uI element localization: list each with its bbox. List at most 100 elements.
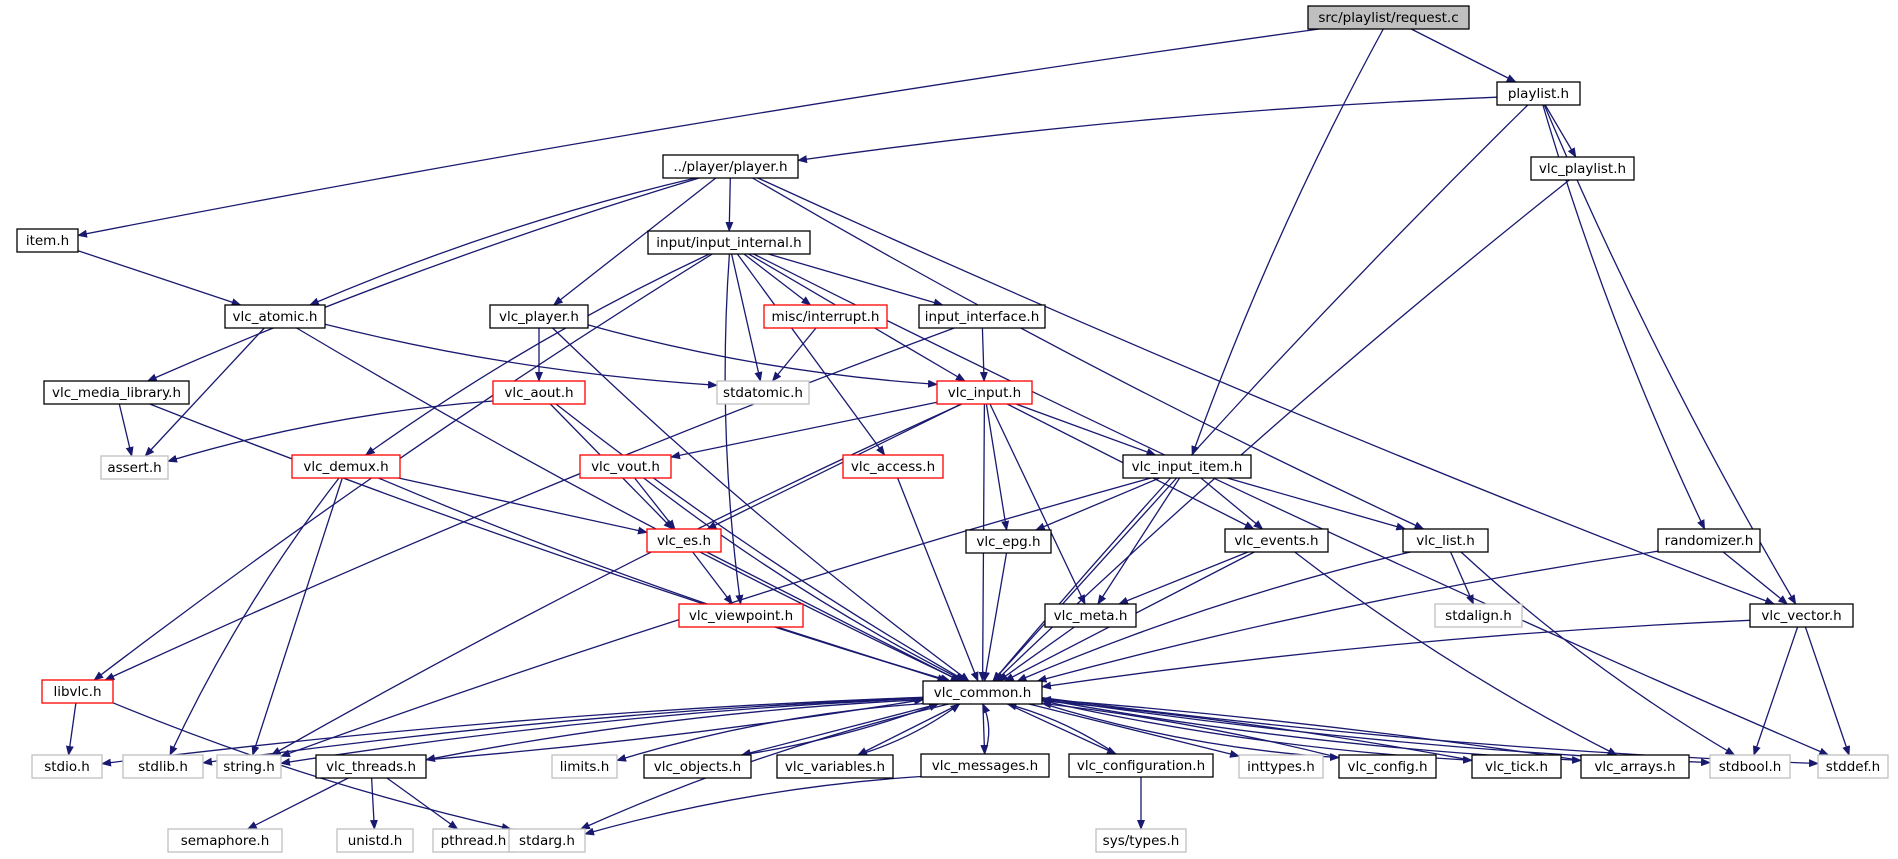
node-vlc-tick-h[interactable]: vlc_tick.h <box>1471 754 1562 779</box>
node-label: ../player/player.h <box>673 159 787 175</box>
edge-vlc_input_h-to-vlc_epg_h <box>985 403 1010 531</box>
node-randomizer-h[interactable]: randomizer.h <box>1657 528 1761 553</box>
node-vlc-es-h[interactable]: vlc_es.h <box>646 528 722 553</box>
node-label: vlc_objects.h <box>654 759 741 775</box>
node-label: vlc_arrays.h <box>1594 759 1675 775</box>
node-label: randomizer.h <box>1665 533 1754 549</box>
edge-vlc_es_h-to-vlc_viewpoint_h <box>692 551 733 605</box>
node-vlc-messages-h[interactable]: vlc_messages.h <box>920 753 1050 778</box>
node-vlc-meta-h[interactable]: vlc_meta.h <box>1044 603 1137 628</box>
edge-vlc_variables_h-to-vlc_common_h <box>857 703 961 756</box>
node-label: vlc_es.h <box>657 533 711 549</box>
edge-vlc_input_item_h-to-vlc_epg_h <box>1034 477 1160 531</box>
node-vlc-objects-h[interactable]: vlc_objects.h <box>643 754 752 779</box>
edge-vlc_player_h-to-vlc_input_h <box>587 324 938 388</box>
edge-vlc_common_h-to-vlc_configuration_h <box>1007 703 1117 755</box>
edge-vlc_vector_h-to-stdbool_h <box>1753 626 1799 756</box>
edge-vlc_common_h-to-stdio_h <box>101 696 924 767</box>
edge-vlc_list_h-to-vlc_common_h <box>1016 551 1411 682</box>
node-vlc-input-h[interactable]: vlc_input.h <box>936 380 1033 405</box>
node-vlc-configuration-h[interactable]: vlc_configuration.h <box>1068 753 1214 778</box>
node-item-h[interactable]: item.h <box>16 228 79 253</box>
node-box <box>1122 454 1252 479</box>
node-vlc-epg-h[interactable]: vlc_epg.h <box>965 529 1052 554</box>
node-vlc-config-h[interactable]: vlc_config.h <box>1338 754 1437 779</box>
node-vlc-vout-h[interactable]: vlc_vout.h <box>579 454 672 479</box>
node-box <box>1224 528 1329 553</box>
node-label: stdalign.h <box>1445 608 1512 624</box>
node-vlc-access-h[interactable]: vlc_access.h <box>842 454 944 479</box>
node-box <box>842 454 944 479</box>
node-vlc-input-item-h[interactable]: vlc_input_item.h <box>1122 454 1252 479</box>
edge-vlc_input_h-to-vlc_meta_h <box>989 403 1086 605</box>
edge-vlc_common_h-to-limits_h <box>616 702 924 762</box>
node-label: assert.h <box>107 460 161 476</box>
node-box <box>315 754 427 779</box>
node-label: vlc_messages.h <box>932 758 1038 774</box>
node-label: vlc_threads.h <box>326 759 416 775</box>
node-label: vlc_aout.h <box>504 385 573 401</box>
node-box <box>224 304 326 329</box>
edge-vlc_tick_h-to-vlc_common_h <box>1041 697 1473 761</box>
edge-vlc_media_library_h-to-assert_h <box>118 403 134 457</box>
node-vlc-events-h[interactable]: vlc_events.h <box>1224 528 1329 553</box>
node-vlc-atomic-h[interactable]: vlc_atomic.h <box>224 304 326 329</box>
edge-vlc_access_h-to-vlc_common_h <box>896 477 979 682</box>
node-box <box>646 528 722 553</box>
edge-vlc_demux_h-to-stdlib_h <box>169 477 340 756</box>
edge-vlc_common_h-to-stdarg_h <box>579 703 949 830</box>
node-label: unistd.h <box>348 833 403 849</box>
edge-randomizer_h-to-vlc_vector_h <box>1722 551 1789 605</box>
edge-playlist_h-to-vlc_playlist_h <box>1544 104 1577 158</box>
node-vlc-aout-h[interactable]: vlc_aout.h <box>492 380 586 405</box>
edge-vlc_input_h-to-string_h <box>270 403 963 756</box>
edge-input_internal_h-to-vlc_access_h <box>736 253 886 456</box>
node-label: stdio.h <box>44 759 90 775</box>
edge-vlc_epg_h-to-vlc_common_h <box>982 552 1008 682</box>
node-misc-interrupt-h[interactable]: misc/interrupt.h <box>763 304 888 329</box>
node-vlc-common-h[interactable]: vlc_common.h <box>922 680 1043 705</box>
node-input-interface-h[interactable]: input_interface.h <box>918 304 1046 329</box>
node-vlc-arrays-h[interactable]: vlc_arrays.h <box>1580 754 1690 779</box>
node-label: vlc_epg.h <box>976 534 1040 550</box>
edge-vlc_input_h-to-vlc_es_h <box>706 403 962 530</box>
node-stdatomic-h: stdatomic.h <box>716 380 810 405</box>
node-vlc-threads-h[interactable]: vlc_threads.h <box>315 754 427 779</box>
node-box <box>336 828 414 853</box>
node-vlc-media-library-h[interactable]: vlc_media_library.h <box>43 380 190 405</box>
node-box <box>776 754 894 779</box>
node-label: stdbool.h <box>1719 759 1782 775</box>
node-label: limits.h <box>560 759 610 775</box>
node-label: vlc_variables.h <box>785 759 885 775</box>
edge-input_internal_h-to-input_interface_h <box>768 253 944 307</box>
node-player-h[interactable]: ../player/player.h <box>662 154 799 179</box>
node-box <box>936 380 1033 405</box>
node-label: semaphore.h <box>181 833 270 849</box>
node-request-c[interactable]: src/playlist/request.c <box>1307 5 1470 30</box>
node-vlc-playlist-h[interactable]: vlc_playlist.h <box>1530 156 1635 181</box>
node-label: input/input_internal.h <box>656 235 801 251</box>
node-libvlc-h[interactable]: libvlc.h <box>41 679 114 704</box>
node-vlc-vector-h[interactable]: vlc_vector.h <box>1749 603 1854 628</box>
node-label: misc/interrupt.h <box>772 309 880 325</box>
edge-vlc_atomic_h-to-assert_h <box>144 327 265 457</box>
node-box <box>1530 156 1635 181</box>
node-vlc-demux-h[interactable]: vlc_demux.h <box>291 454 401 479</box>
node-vlc-variables-h[interactable]: vlc_variables.h <box>776 754 894 779</box>
node-limits-h: limits.h <box>551 754 618 779</box>
edge-libvlc_h-to-stdarg_h <box>112 702 512 831</box>
node-vlc-list-h[interactable]: vlc_list.h <box>1402 528 1489 553</box>
node-vlc-player-h[interactable]: vlc_player.h <box>489 304 589 329</box>
node-label: sys/types.h <box>1103 833 1180 849</box>
edge-vlc_threads_h-to-pthread_h <box>386 777 459 830</box>
node-vlc-viewpoint-h[interactable]: vlc_viewpoint.h <box>678 603 804 628</box>
node-playlist-h[interactable]: playlist.h <box>1496 81 1581 106</box>
node-box <box>489 304 589 329</box>
node-box <box>31 754 103 779</box>
edge-libvlc_h-to-stdio_h <box>65 702 77 756</box>
edge-layer <box>65 28 1850 836</box>
edge-vlc_common_h-to-vlc_messages_h <box>980 703 989 755</box>
edge-vlc_common_h-to-inttypes_h <box>1028 703 1240 758</box>
node-input-internal-h[interactable]: input/input_internal.h <box>647 230 811 255</box>
edge-input_internal_h-to-stdatomic_h <box>730 253 763 382</box>
